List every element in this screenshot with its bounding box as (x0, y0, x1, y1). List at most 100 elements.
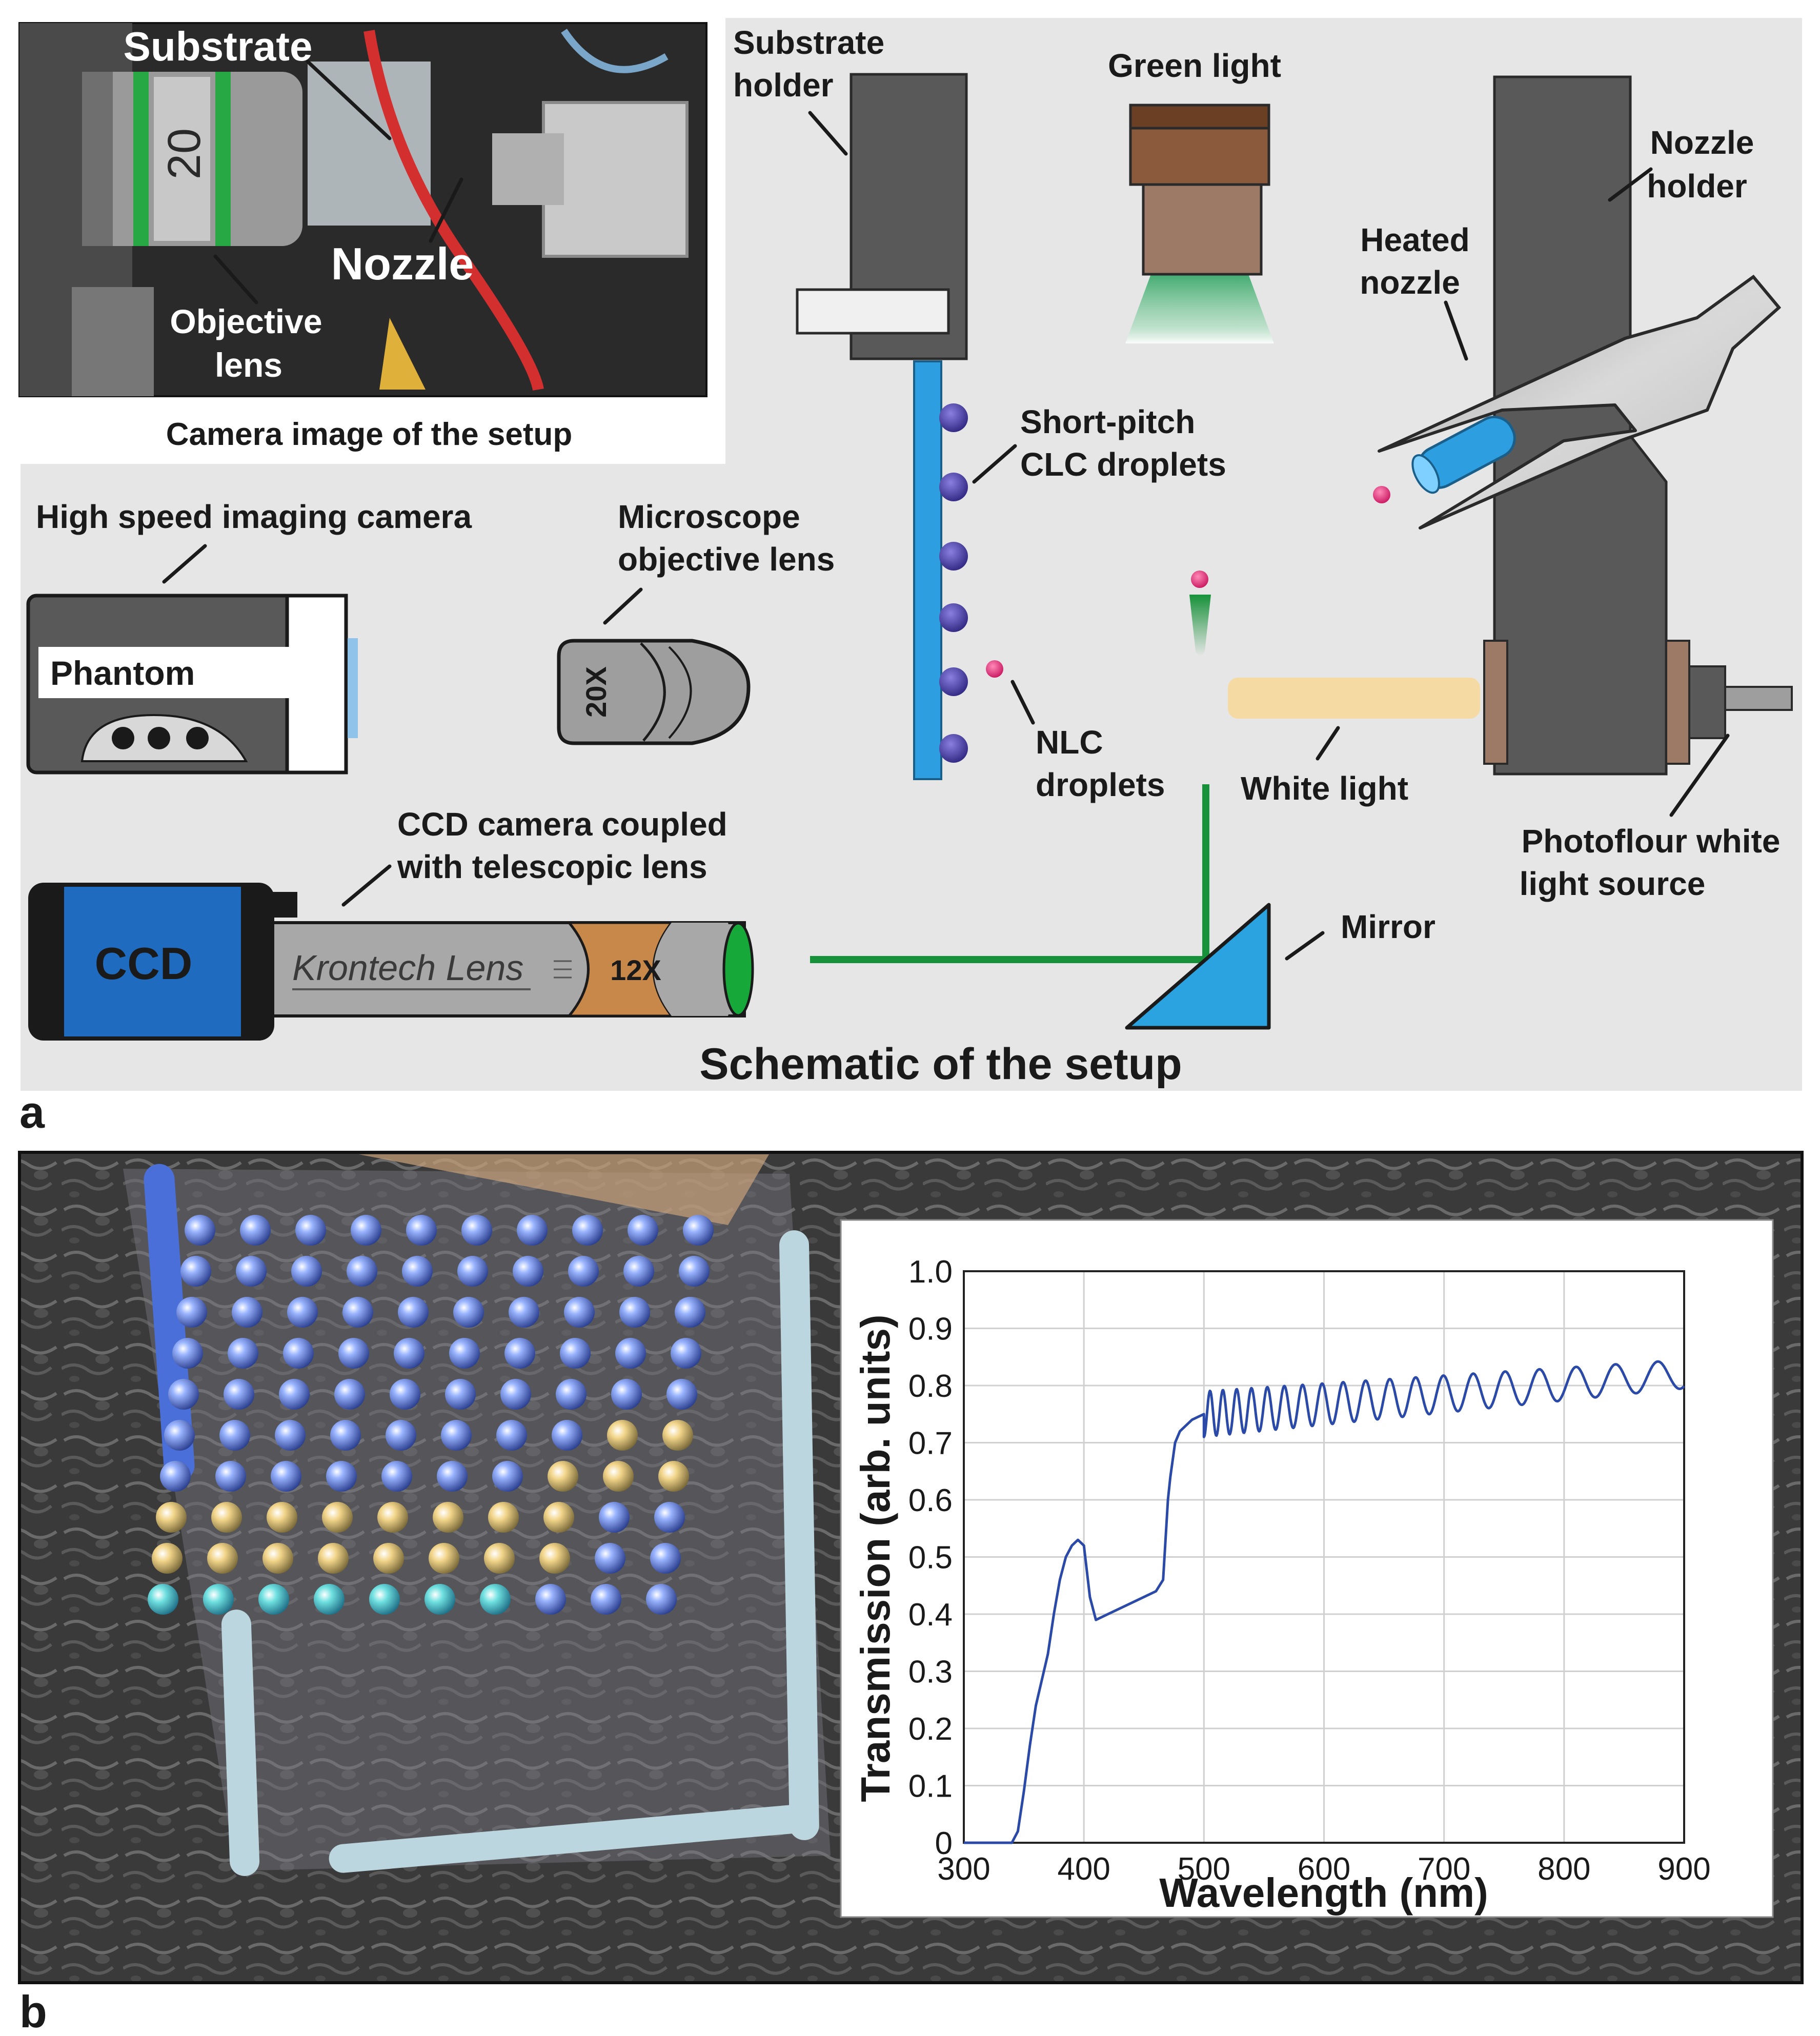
label-heated-nozzle-2: nozzle (1360, 264, 1460, 301)
droplet (232, 1297, 262, 1328)
x-tick-label: 500 (1178, 1851, 1230, 1887)
nlc-callout (1010, 680, 1035, 725)
droplet (445, 1379, 476, 1410)
droplet (556, 1379, 587, 1410)
high-speed-camera (26, 594, 358, 775)
nozzle-holder (1493, 75, 1668, 776)
droplet (180, 1256, 211, 1287)
droplet (219, 1420, 250, 1451)
droplet (156, 1502, 187, 1533)
photo-label-substrate: Substrate (124, 24, 313, 69)
droplet (377, 1502, 408, 1533)
objective-mag-text: 20X (580, 666, 612, 718)
y-tick-label: 0.8 (908, 1369, 953, 1404)
droplet (318, 1543, 349, 1574)
clc-callout (972, 444, 1017, 484)
droplet (437, 1461, 468, 1492)
microscope-objective (557, 639, 751, 745)
droplet (539, 1543, 570, 1574)
droplet (543, 1502, 574, 1533)
droplet (172, 1338, 203, 1369)
label-green-light: Green light (1108, 47, 1281, 84)
y-tick-label: 0.2 (908, 1712, 953, 1747)
y-tick-label: 0 (935, 1826, 953, 1861)
droplet (623, 1256, 654, 1287)
substrate (913, 360, 942, 780)
droplet (484, 1543, 515, 1574)
droplet (351, 1215, 381, 1246)
y-tick-label: 0.6 (908, 1483, 953, 1518)
droplet (662, 1420, 693, 1451)
objective-photo-callout (213, 254, 258, 304)
substrate-photo-callout (306, 59, 392, 140)
y-tick-label: 0.1 (908, 1769, 953, 1804)
droplet (394, 1338, 424, 1369)
droplet (342, 1297, 373, 1328)
label-nozzle-holder-2: holder (1647, 168, 1747, 205)
droplet (295, 1215, 326, 1246)
droplet (322, 1502, 353, 1533)
droplet (683, 1215, 714, 1246)
phantom-text: Phantom (50, 654, 195, 692)
droplet (228, 1338, 258, 1369)
transmission-series-line (964, 1360, 1685, 1844)
white-light-callout (1316, 726, 1340, 761)
x-tick-label: 700 (1418, 1851, 1470, 1887)
droplet (500, 1379, 531, 1410)
droplet (279, 1379, 310, 1410)
droplet (607, 1420, 638, 1451)
label-ccd-2: with telescopic lens (397, 848, 707, 885)
droplet (461, 1215, 492, 1246)
droplet (658, 1461, 689, 1492)
label-microscope-2: objective lens (618, 541, 835, 578)
nozzle-photo-callout (429, 177, 463, 243)
label-ccd-1: CCD camera coupled (397, 806, 727, 843)
droplet (207, 1543, 238, 1574)
green-light-source (1125, 104, 1274, 343)
camera-photo: 20 (18, 22, 707, 397)
nlc-droplet (986, 660, 1003, 678)
ccd-text: CCD (95, 938, 193, 989)
schematic-title: Schematic of the setup (699, 1040, 1182, 1089)
droplet (496, 1420, 527, 1451)
droplet (611, 1379, 642, 1410)
droplet (568, 1256, 599, 1287)
y-tick-label: 0.9 (908, 1312, 953, 1347)
droplet (240, 1215, 271, 1246)
label-nlc-2: droplets (1036, 766, 1165, 803)
droplet (152, 1543, 183, 1574)
label-photoflour-1: Photoflour white (1522, 823, 1781, 860)
green-light-spot (1189, 595, 1211, 656)
droplet (267, 1502, 297, 1533)
label-clc-2: CLC droplets (1020, 446, 1226, 483)
droplet (275, 1420, 306, 1451)
droplet (429, 1543, 459, 1574)
droplet (160, 1461, 191, 1492)
droplet (390, 1379, 420, 1410)
y-tick-label: 1.0 (908, 1254, 953, 1290)
droplet (671, 1338, 701, 1369)
droplet (369, 1584, 400, 1615)
telescopic-lens (271, 921, 754, 1017)
label-hs-camera: High speed imaging camera (36, 498, 472, 535)
panel-letter-a: a (19, 1087, 45, 1137)
droplet (603, 1461, 634, 1492)
droplet (679, 1256, 710, 1287)
x-tick-label: 300 (937, 1851, 990, 1887)
chart-y-ticks: 00.10.20.30.40.50.60.70.80.91.0 (908, 1254, 953, 1861)
droplet (381, 1461, 412, 1492)
droplet (164, 1420, 195, 1451)
panel-a: 20 Substrate Nozzle Objective lens Camer… (18, 18, 1802, 1137)
ccd-camera (28, 883, 297, 1041)
clc-droplets (939, 403, 968, 763)
lens-brand-text: Krontech Lens (292, 948, 523, 988)
heated-nozzle-callout (1444, 300, 1468, 361)
nozzle-holder-callout (1608, 167, 1653, 202)
photo-label-nozzle: Nozzle (331, 238, 474, 289)
droplet (513, 1256, 543, 1287)
hs-camera-callout (162, 544, 207, 584)
label-heated-nozzle-1: Heated (1360, 221, 1469, 258)
